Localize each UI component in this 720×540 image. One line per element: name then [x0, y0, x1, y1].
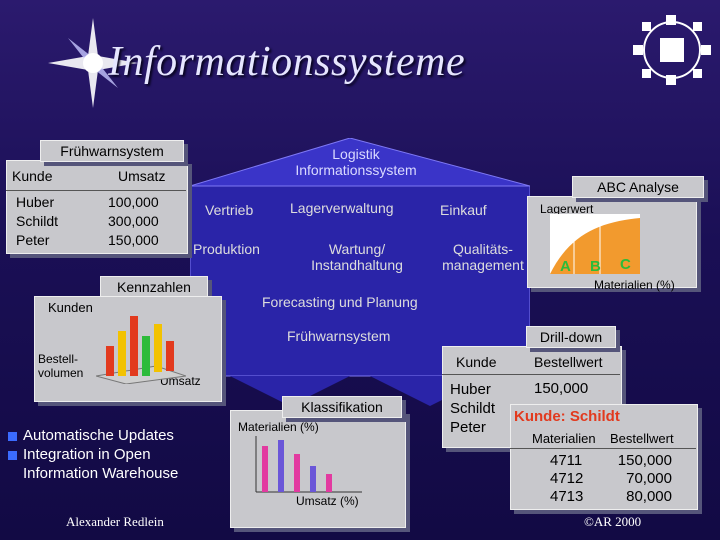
- table-row: Peter: [16, 232, 50, 248]
- drilldown-title[interactable]: Drill-down: [526, 326, 616, 348]
- classification-title[interactable]: Klassifikation: [282, 396, 402, 418]
- sub-col-materialien: Materialien: [532, 431, 596, 446]
- sub-values: 150,000 70,000 80,000: [612, 452, 672, 506]
- sub-materials: 4711 4712 4713: [550, 452, 583, 506]
- 3d-bar-chart-icon: [96, 316, 186, 384]
- kpi-label[interactable]: Kennzahlen: [100, 276, 208, 298]
- bullet-item: Integration in Open: [8, 445, 178, 464]
- early-warning-table: [6, 160, 188, 254]
- abc-curve-chart: [550, 214, 640, 274]
- network-logo-icon: [633, 15, 711, 85]
- table-row: 70,000: [626, 470, 672, 487]
- drill-first-value: 150,000: [534, 380, 589, 397]
- classification-xlabel: Umsatz (%): [296, 494, 359, 508]
- abc-b: B: [590, 258, 601, 275]
- module-vertrieb[interactable]: Vertrieb: [205, 202, 254, 218]
- author: Alexander Redlein: [66, 514, 164, 529]
- bullet-list: Automatische Updates Integration in Open…: [8, 426, 178, 483]
- logistics-title: Logistik Informationssystem: [295, 146, 417, 178]
- table-row: 150,000: [617, 452, 672, 469]
- classification-panel: [230, 410, 406, 528]
- bullet-icon: [8, 450, 17, 460]
- table-row: Huber: [16, 194, 55, 210]
- classification-ylabel: Materialien (%): [238, 420, 319, 434]
- drill-divider: [442, 374, 620, 375]
- sub-divider: [510, 448, 696, 449]
- sub-drill-panel: [510, 404, 698, 510]
- drill-col-kunde: Kunde: [456, 354, 497, 370]
- bullet-item: Automatische Updates: [8, 426, 178, 445]
- module-einkauf[interactable]: Einkauf: [440, 202, 487, 218]
- table-row: 80,000: [626, 488, 672, 505]
- early-warning-label: Frühwarnsystem: [287, 328, 391, 344]
- col-kunde: Kunde: [12, 168, 53, 184]
- list-item[interactable]: Peter: [450, 419, 486, 436]
- kpi-chart-panel: [34, 296, 222, 402]
- list-item[interactable]: Schildt: [450, 400, 496, 417]
- abc-c: C: [620, 256, 631, 273]
- logistics-house-shape: [190, 138, 530, 406]
- sub-col-bestellwert: Bestellwert: [610, 431, 674, 446]
- abc-ylabel: Lagerwert: [540, 202, 594, 216]
- col-umsatz: Umsatz: [118, 168, 166, 184]
- customer-values: 100,000 300,000 150,000: [108, 193, 159, 250]
- volume-label: Bestell- volumen: [38, 352, 84, 380]
- table-divider: [6, 190, 186, 191]
- module-lagerverwaltung[interactable]: Lagerverwaltung: [290, 200, 394, 216]
- module-produktion[interactable]: Produktion: [193, 241, 260, 257]
- star-logo-icon: [48, 18, 138, 108]
- table-row: 100,000: [108, 194, 159, 210]
- early-warning-tab[interactable]: Frühwarnsystem: [40, 140, 184, 162]
- table-row: 300,000: [108, 213, 159, 229]
- table-row: Schildt: [16, 213, 59, 229]
- drill-customers: Huber Schildt Peter: [450, 380, 495, 437]
- abc-title[interactable]: ABC Analyse: [572, 176, 704, 198]
- customer-names: Huber Schildt Peter: [16, 193, 58, 250]
- table-row: 4713: [550, 488, 584, 505]
- module-qualitaet[interactable]: Qualitäts- management: [442, 241, 524, 273]
- classification-bar-chart: [255, 436, 362, 493]
- abc-a: A: [560, 258, 571, 275]
- module-wartung[interactable]: Wartung/ Instandhaltung: [311, 241, 403, 273]
- sub-drill-title: Kunde: Schildt: [514, 408, 620, 425]
- copyright: ©AR 2000: [584, 514, 642, 529]
- bullet-icon: [8, 431, 17, 441]
- table-row: 150,000: [108, 232, 159, 248]
- page-title: Informationssysteme: [108, 39, 466, 85]
- table-row: 4711: [550, 452, 583, 469]
- abc-xlabel: Materialien (%): [594, 278, 675, 292]
- table-row: 4712: [550, 470, 584, 487]
- list-item[interactable]: Huber: [450, 381, 491, 398]
- kunden-label: Kunden: [48, 300, 93, 315]
- bullet-item: Information Warehouse: [23, 465, 179, 482]
- drill-col-bestellwert: Bestellwert: [534, 354, 603, 370]
- forecast-label: Forecasting und Planung: [262, 294, 418, 310]
